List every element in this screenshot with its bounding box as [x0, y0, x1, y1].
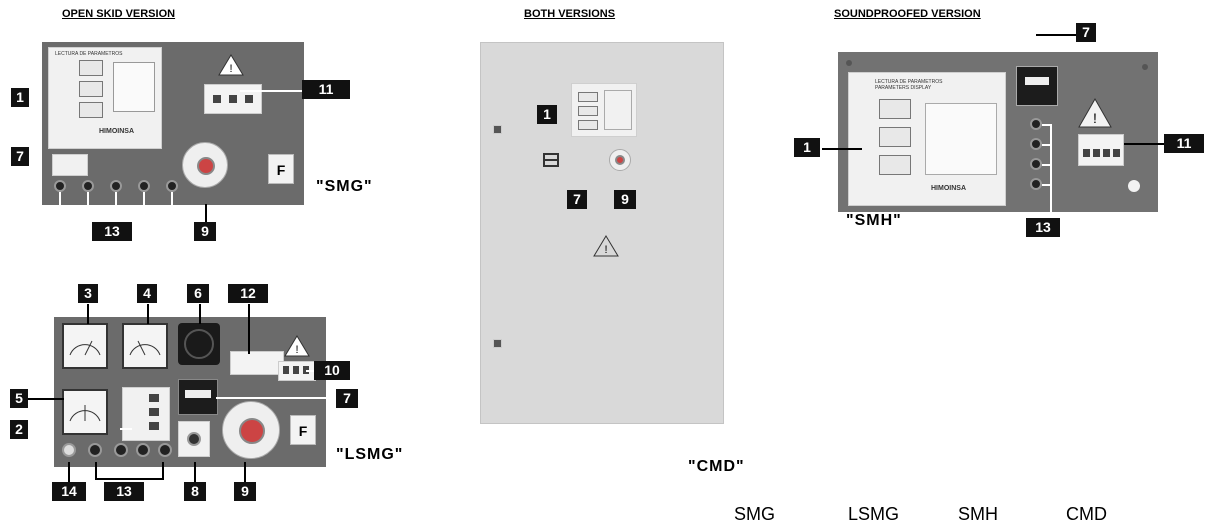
lsmg-callout-6: 6 [187, 284, 209, 303]
smg-callout-9: 9 [194, 222, 216, 241]
smg-brand-logo: HIMOINSA [99, 128, 134, 135]
lsmg-callout-9: 9 [234, 482, 256, 501]
header-open-skid: OPEN SKID VERSION [62, 8, 176, 20]
lsmg-f-mark: F [290, 415, 316, 445]
smg-hour-counter [52, 154, 88, 176]
lsmg-callout-12: 12 [228, 284, 268, 303]
lsmg-callout-2: 2 [10, 420, 28, 439]
lsmg-breaker-12[interactable] [230, 351, 284, 375]
smg-display-3 [79, 102, 103, 118]
lsmg-socket-2[interactable] [114, 443, 128, 457]
cmd-emergency-stop[interactable] [609, 149, 631, 171]
lsmg-hour-counter [178, 379, 218, 415]
lsmg-meter-3 [62, 323, 108, 369]
cmd-warning-icon: ! [593, 235, 619, 257]
svg-text:!: ! [1093, 110, 1097, 126]
smg-display-title: LECTURA DE PARAMETROS [55, 51, 123, 57]
cmd-callout-9: 9 [614, 190, 636, 209]
smg-callout-1: 1 [11, 88, 29, 107]
fan-icon [184, 329, 214, 359]
smh-socket-1[interactable] [1030, 118, 1042, 130]
smh-display-title: LECTURA DE PARAMETROS [875, 79, 943, 85]
lsmg-callout-5: 5 [10, 389, 28, 408]
svg-text:!: ! [295, 344, 298, 356]
smh-socket-4[interactable] [1030, 178, 1042, 190]
smh-callout-13: 13 [1026, 218, 1060, 237]
smh-display-2 [879, 127, 911, 147]
smh-screw-right [1142, 64, 1148, 70]
lsmg-callout-14: 14 [52, 482, 86, 501]
smh-socket-3[interactable] [1030, 158, 1042, 170]
lsmg-socket-3[interactable] [136, 443, 150, 457]
smg-callout-13: 13 [92, 222, 132, 241]
cmd-door-latch-bottom[interactable] [493, 339, 502, 348]
lsmg-meter-5 [62, 389, 108, 435]
flame-icon [1128, 180, 1140, 192]
smg-socket-5[interactable] [166, 180, 178, 192]
lsmg-key-switch[interactable] [178, 421, 210, 457]
svg-text:!: ! [604, 244, 607, 256]
lsmg-meter-4 [122, 323, 168, 369]
smh-indicator-grid [925, 103, 997, 175]
lsmg-callout-10: 10 [314, 361, 350, 380]
smh-control-module: LECTURA DE PARAMETROS PARAMETERS DISPLAY… [848, 72, 1006, 206]
lsmg-emergency-stop[interactable] [222, 401, 280, 459]
smg-circuit-breaker[interactable] [204, 84, 262, 114]
lsmg-warning-icon: ! [284, 335, 310, 357]
lsmg-model-name: "LSMG" [336, 446, 404, 463]
lsmg-callout-4: 4 [137, 284, 157, 303]
smh-circuit-breaker[interactable] [1078, 134, 1124, 166]
lsmg-socket-1[interactable] [88, 443, 102, 457]
header-soundproofed: SOUNDPROOFED VERSION [834, 8, 981, 20]
cmd-model-name: "CMD" [688, 458, 745, 475]
smg-display-2 [79, 81, 103, 97]
lsmg-fan-grille [178, 323, 220, 365]
lsmg-callout-13: 13 [104, 482, 144, 501]
smg-indicator-grid [113, 62, 155, 112]
smh-callout-11: 11 [1164, 134, 1204, 153]
cmd-callout-1: 1 [537, 105, 557, 124]
smh-callout-1: 1 [794, 138, 820, 157]
smh-warning-icon: ! [1078, 98, 1112, 128]
smh-display-title-2: PARAMETERS DISPLAY [875, 85, 932, 91]
smg-warning-icon: ! [218, 54, 244, 76]
smg-panel: LECTURA DE PARAMETROS HIMOINSA ! F [42, 42, 304, 214]
smg-socket-2[interactable] [82, 180, 94, 192]
smg-socket-4[interactable] [138, 180, 150, 192]
cmd-door: ! [480, 42, 724, 424]
header-both-versions: BOTH VERSIONS [524, 8, 616, 20]
smg-control-module: LECTURA DE PARAMETROS HIMOINSA [48, 47, 162, 149]
svg-text:!: ! [229, 63, 232, 75]
smh-panel: LECTURA DE PARAMETROS PARAMETERS DISPLAY… [838, 52, 1158, 214]
cmd-callout-7: 7 [567, 190, 587, 209]
smg-callout-7: 7 [11, 147, 29, 166]
smh-brand-logo: HIMOINSA [931, 185, 966, 192]
lsmg-callout-8: 8 [184, 482, 206, 501]
lsmg-panel: ! F [54, 317, 326, 467]
cmd-door-latch-top[interactable] [493, 125, 502, 134]
smg-socket-3[interactable] [110, 180, 122, 192]
smg-display-1 [79, 60, 103, 76]
cmd-hour-counter [543, 153, 559, 167]
lsmg-control-module [122, 387, 170, 441]
lsmg-socket-4[interactable] [158, 443, 172, 457]
smh-socket-2[interactable] [1030, 138, 1042, 150]
smg-model-name: "SMG" [316, 178, 373, 195]
smg-socket-1[interactable] [54, 180, 66, 192]
lsmg-pilot-lamp-14 [62, 443, 76, 457]
smh-callout-7: 7 [1076, 23, 1096, 42]
smh-screw-left [846, 60, 852, 66]
smh-display-1 [879, 99, 911, 119]
smh-hour-counter [1016, 66, 1058, 106]
smh-display-3 [879, 155, 911, 175]
smg-f-mark: F [268, 154, 294, 184]
smg-emergency-stop[interactable] [182, 142, 228, 188]
smg-callout-11: 11 [302, 80, 350, 99]
lsmg-callout-7: 7 [336, 389, 358, 408]
smh-model-name: "SMH" [846, 212, 902, 229]
lsmg-callout-3: 3 [78, 284, 98, 303]
cmd-control-module [571, 83, 637, 137]
